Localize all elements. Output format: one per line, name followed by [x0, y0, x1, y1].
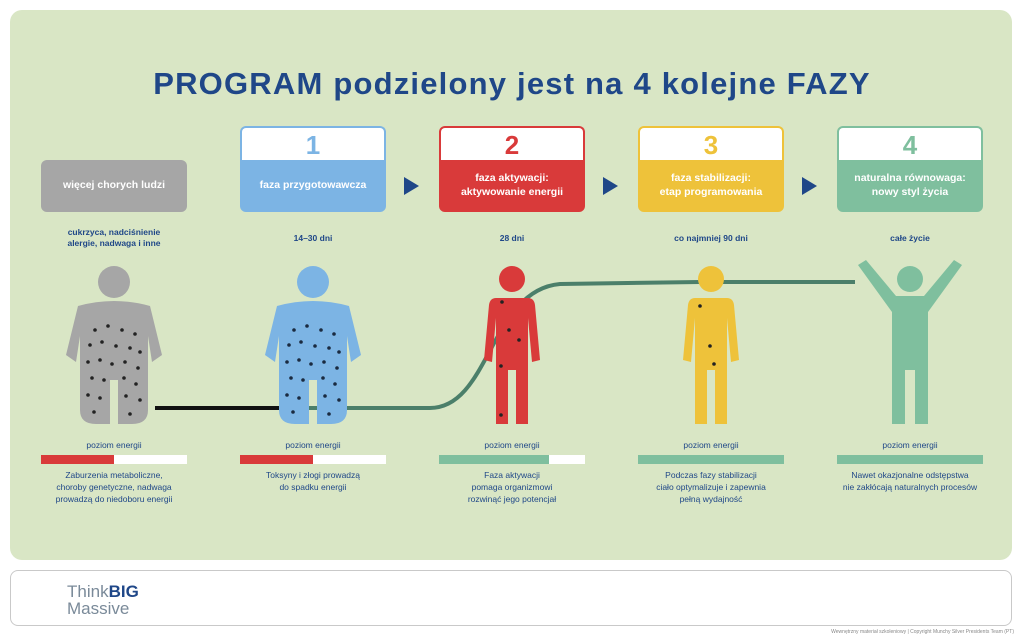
person-slim-red-icon	[484, 266, 540, 424]
arrow-right-icon	[802, 177, 817, 195]
phase-2-number: 2	[439, 126, 585, 160]
start-description: Zaburzenia metaboliczne, choroby genetyc…	[55, 470, 173, 504]
phase-1-energy-bar	[240, 455, 386, 464]
phase-4-duration: całe życie	[890, 233, 930, 243]
phase-3-description: Podczas fazy stabilizacji ciało optymali…	[656, 470, 766, 504]
phase-3-number: 3	[638, 126, 784, 160]
phase-2-duration: 28 dni	[499, 233, 525, 243]
arrow-right-icon	[404, 177, 419, 195]
phase-3-label-box: faza stabilizacji: etap programowania	[638, 160, 784, 212]
arrow-right-icon	[603, 177, 618, 195]
phase-4-energy-bar	[837, 455, 983, 464]
phase-4-number: 4	[837, 126, 983, 160]
start-subtitle: cukrzyca, nadciśnienie alergie, nadwaga …	[67, 227, 161, 249]
phase-3-energy-fill	[638, 455, 784, 464]
phase-2-energy-label: poziom energii	[484, 440, 540, 450]
footer-bar: ThinkBIG Massive	[10, 570, 1012, 626]
logo-massive: Massive	[67, 599, 130, 618]
phase-2-description: Faza aktywacji pomaga organizmowi rozwin…	[467, 470, 557, 504]
logo-think: Think	[67, 582, 109, 601]
phase-3-energy-label: poziom energii	[683, 440, 739, 450]
phase-4-label: naturalna równowaga: nowy styl życia	[854, 172, 966, 198]
phase-1-energy-fill	[240, 455, 313, 464]
page-title: PROGRAM podzielony jest na 4 kolejne FAZ…	[153, 66, 871, 101]
phase-2-energy-fill	[439, 455, 549, 464]
phase-2-energy-bar	[439, 455, 585, 464]
person-slim-yellow-icon	[683, 266, 739, 424]
phase-4-energy-label: poziom energii	[882, 440, 938, 450]
phase-1-label: faza przygotowawcza	[259, 179, 367, 192]
phase-1-duration: 14–30 dni	[293, 233, 333, 243]
phase-3-label: faza stabilizacji: etap programowania	[659, 172, 763, 198]
phase-2-label: faza aktywacji: aktywowanie energii	[460, 172, 564, 198]
phase-1-label-box: faza przygotowawcza	[240, 160, 386, 212]
logo-big: BIG	[108, 582, 139, 601]
start-energy-label: poziom energii	[86, 440, 142, 450]
person-heavy-blue-icon	[265, 266, 361, 424]
phase-1-energy-label: poziom energii	[285, 440, 341, 450]
start-energy-bar	[41, 455, 187, 464]
start-energy-fill	[41, 455, 114, 464]
phase-1-description: Toksyny i złogi prowadzą do spadku energ…	[265, 470, 360, 492]
person-arms-up-green-icon	[858, 260, 962, 424]
logo-wordmark: ThinkBIG Massive	[67, 583, 139, 617]
start-label-box: więcej chorych ludzi	[41, 160, 187, 212]
phase-3-energy-bar	[638, 455, 784, 464]
phase-2-label-box: faza aktywacji: aktywowanie energii	[439, 160, 585, 212]
start-label: więcej chorych ludzi	[62, 179, 166, 192]
phase-4-label-box: naturalna równowaga: nowy styl życia	[837, 160, 983, 212]
phase-3-duration: co najmniej 90 dni	[674, 233, 748, 243]
phase-1-number: 1	[240, 126, 386, 160]
connector-line-green	[300, 280, 855, 410]
phase-4-description: Nawet okazjonalne odstępstwa nie zakłóca…	[842, 470, 978, 492]
phase-4-energy-fill	[837, 455, 983, 464]
copyright-note: Wewnętrzny materiał szkoleniowy | Copyri…	[831, 629, 1014, 635]
person-heavy-gray-icon	[66, 266, 162, 424]
